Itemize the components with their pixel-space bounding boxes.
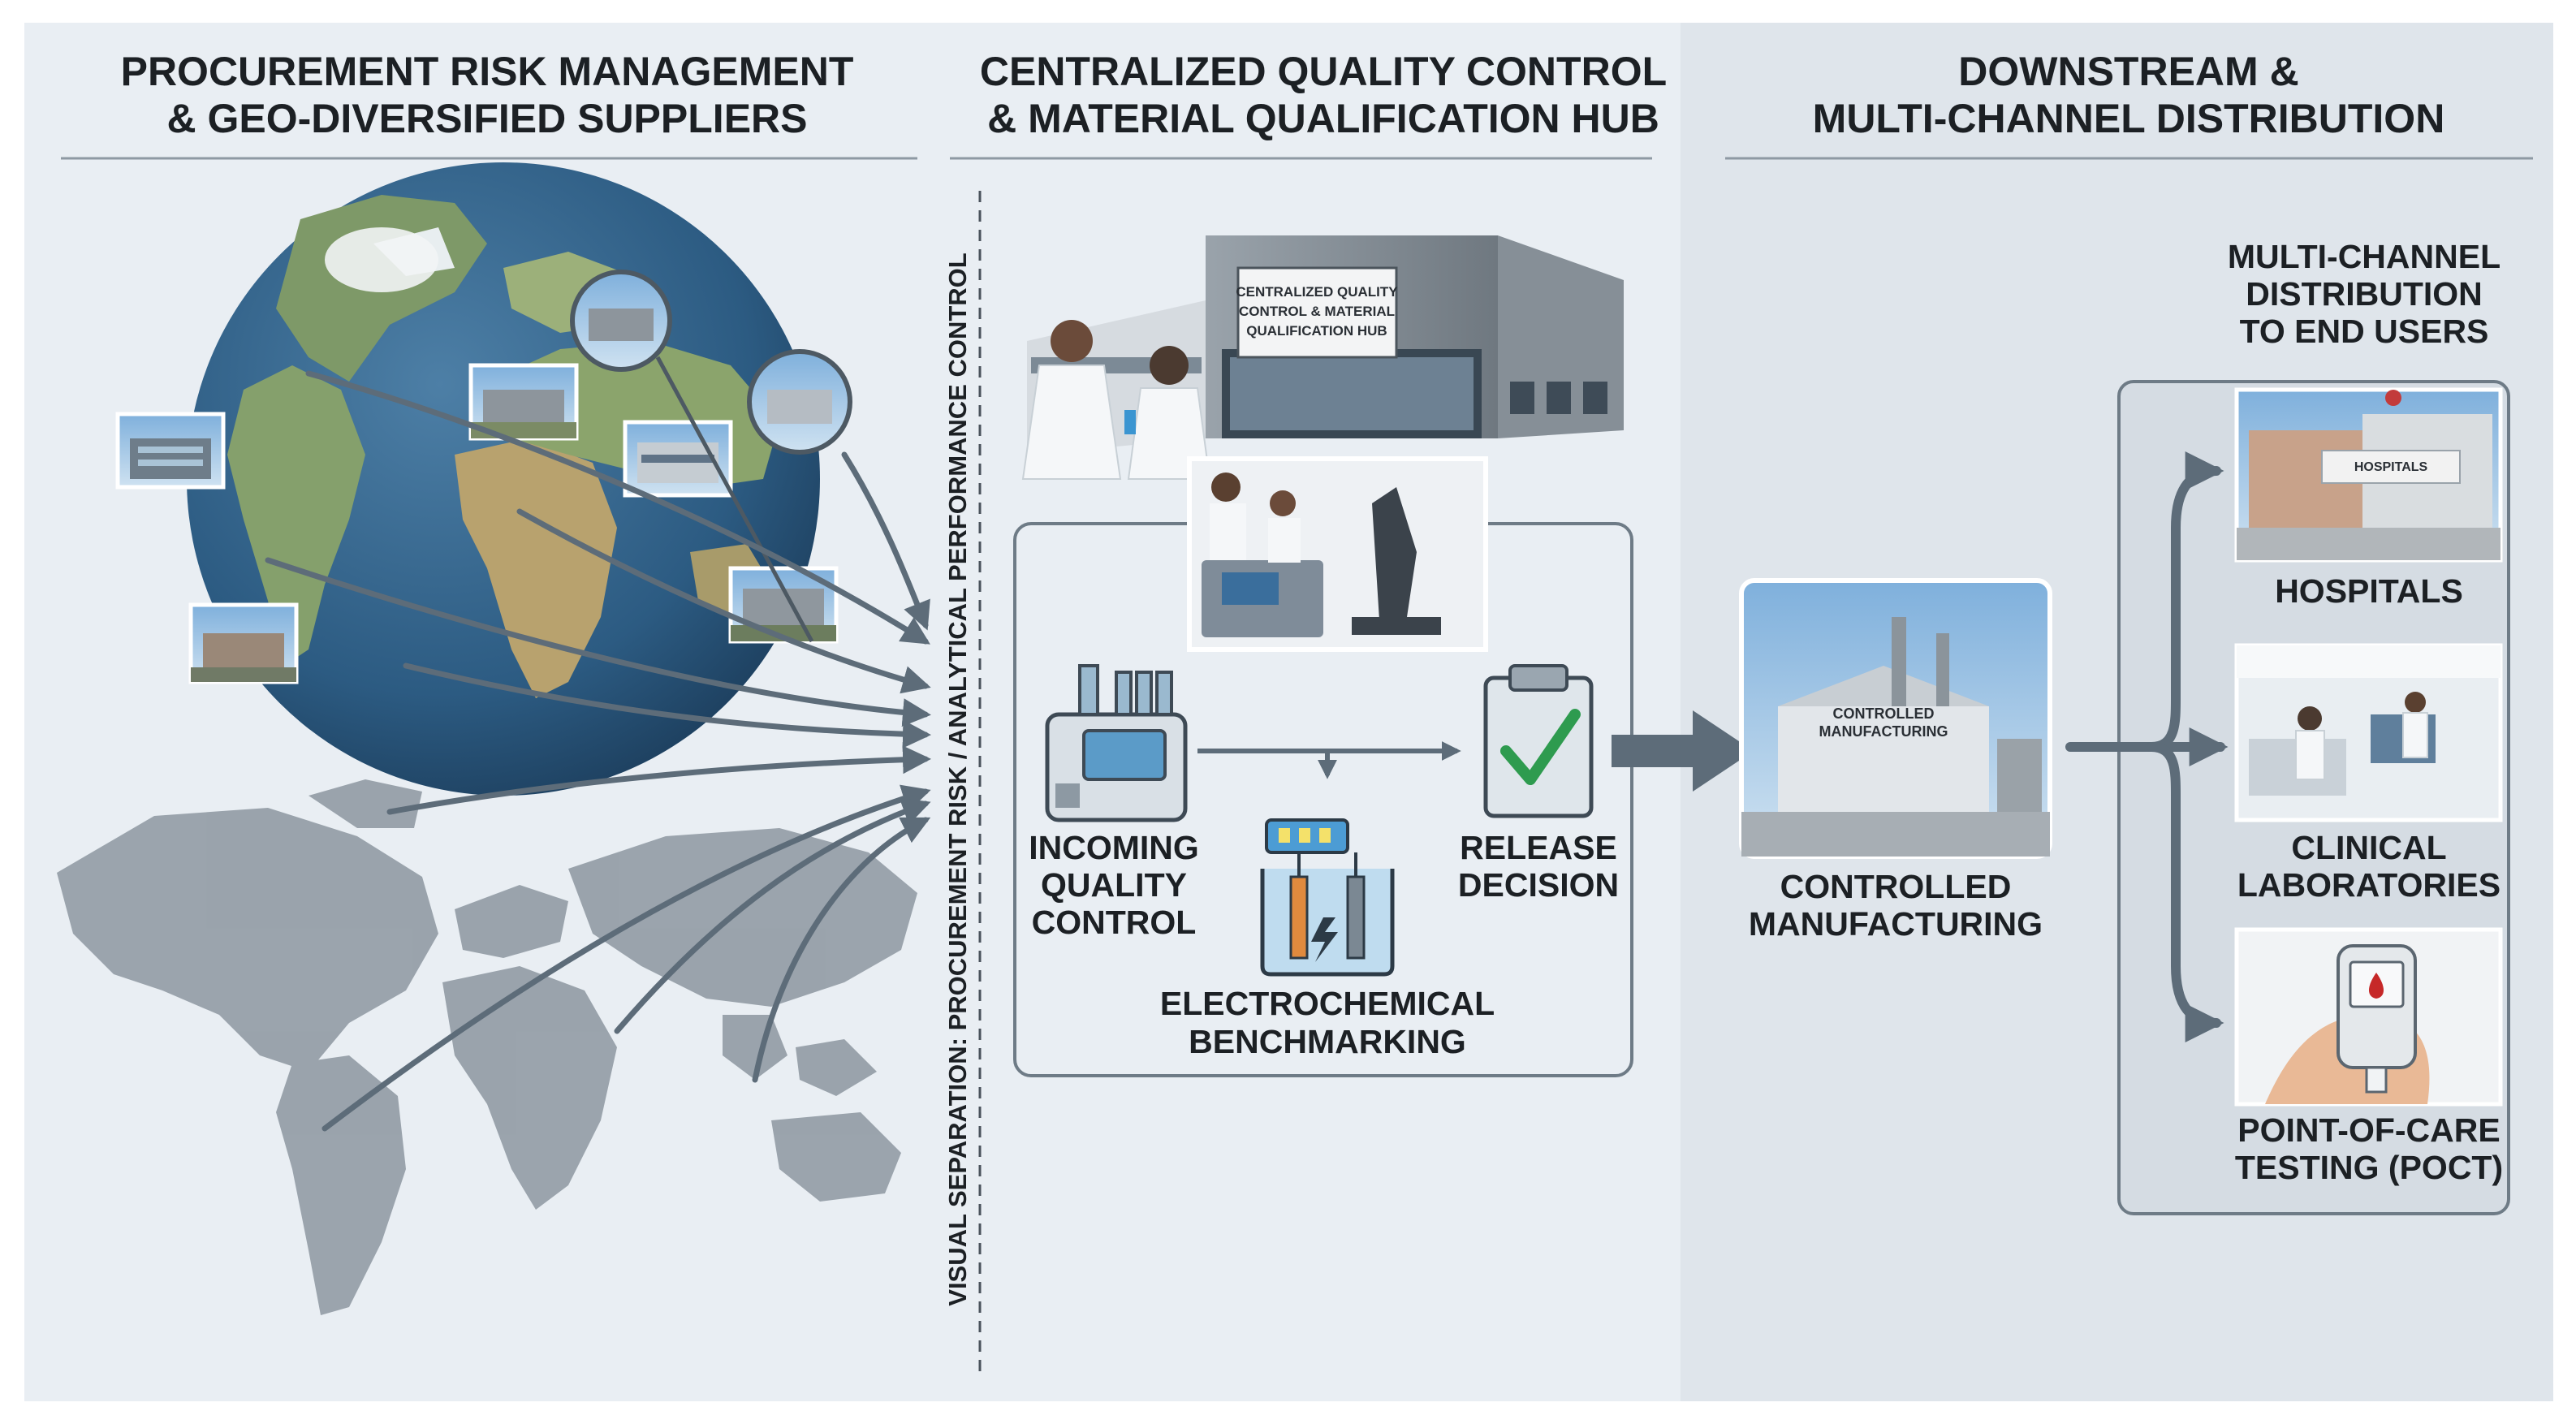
- svg-text:CONTROL: CONTROL: [1032, 904, 1197, 941]
- left-column-heading: PROCUREMENT RISK MANAGEMENT & GEO-DIVERS…: [121, 49, 854, 141]
- svg-text:CONTROLLED: CONTROLLED: [1833, 706, 1935, 722]
- qc-flow-arrows: [1197, 741, 1461, 779]
- svg-text:& MATERIAL QUALIFICATION HUB: & MATERIAL QUALIFICATION HUB: [987, 96, 1659, 141]
- svg-text:LABORATORIES: LABORATORIES: [2237, 866, 2500, 904]
- incoming-qc-label: INCOMING QUALITY CONTROL: [1029, 829, 1199, 941]
- to-manufacturing-arrow: [1612, 710, 1754, 792]
- distribution-heading: MULTI-CHANNEL DISTRIBUTION TO END USERS: [2228, 238, 2500, 350]
- svg-text:DISTRIBUTION: DISTRIBUTION: [2246, 275, 2483, 313]
- svg-text:POINT-OF-CARE: POINT-OF-CARE: [2237, 1111, 2500, 1149]
- supplier-photo: [188, 602, 299, 684]
- svg-text:CONTROLLED: CONTROLLED: [1780, 868, 2012, 905]
- flat-world-map: [57, 779, 917, 1315]
- supplier-photo-magnified: [570, 270, 814, 643]
- svg-text:RELEASE: RELEASE: [1460, 829, 1617, 866]
- svg-text:INCOMING: INCOMING: [1029, 829, 1199, 866]
- qc-hub-building: CENTRALIZED QUALITY CONTROL & MATERIAL Q…: [1027, 235, 1624, 455]
- svg-text:CLINICAL: CLINICAL: [2291, 829, 2446, 866]
- supplier-photo-magnified: [747, 349, 852, 455]
- svg-text:MULTI-CHANNEL DISTRIBUTION: MULTI-CHANNEL DISTRIBUTION: [1813, 96, 2445, 141]
- svg-text:BENCHMARKING: BENCHMARKING: [1189, 1023, 1466, 1060]
- incoming-qc-instrument-icon: [1045, 664, 1188, 822]
- distribution-branch-arrows: [2065, 451, 2229, 1042]
- svg-text:ELECTROCHEMICAL: ELECTROCHEMICAL: [1160, 985, 1495, 1022]
- svg-text:CONTROL & MATERIAL: CONTROL & MATERIAL: [1239, 304, 1395, 319]
- clipboard-check-icon: [1483, 664, 1594, 818]
- electrochemical-cell-icon: [1260, 818, 1395, 977]
- svg-text:QUALITY: QUALITY: [1041, 866, 1187, 904]
- supplier-flow-arrows: [265, 370, 931, 1132]
- separator-label: VISUAL SEPARATION: PROCUREMENT RISK / AN…: [943, 252, 972, 1305]
- poct-glucometer-photo: [2234, 927, 2503, 1107]
- svg-text:QUALIFICATION HUB: QUALIFICATION HUB: [1246, 323, 1387, 339]
- clinical-labs-label: CLINICAL LABORATORIES: [2237, 829, 2500, 904]
- right-column-heading: DOWNSTREAM & MULTI-CHANNEL DISTRIBUTION: [1813, 49, 2445, 141]
- manufacturing-photo: CONTROLLED MANUFACTURING: [1739, 578, 2052, 859]
- supplier-photo: [623, 420, 733, 498]
- poct-label: POINT-OF-CARE TESTING (POCT): [2235, 1111, 2503, 1186]
- svg-text:MULTI-CHANNEL: MULTI-CHANNEL: [2228, 238, 2500, 275]
- benchmarking-label: ELECTROCHEMICAL BENCHMARKING: [1160, 985, 1495, 1060]
- manufacturing-label: CONTROLLED MANUFACTURING: [1749, 868, 2043, 943]
- clinical-lab-photo: [2234, 643, 2503, 822]
- release-decision-label: RELEASE DECISION: [1458, 829, 1619, 904]
- hospitals-label: HOSPITALS: [2275, 572, 2463, 610]
- svg-text:HOSPITALS: HOSPITALS: [2354, 460, 2428, 474]
- svg-text:PROCUREMENT RISK MANAGEMENT: PROCUREMENT RISK MANAGEMENT: [121, 49, 854, 94]
- analytical-lab-photo: [1187, 456, 1488, 652]
- supplier-photo: [468, 363, 579, 441]
- svg-text:MANUFACTURING: MANUFACTURING: [1819, 723, 1948, 740]
- svg-text:DECISION: DECISION: [1458, 866, 1619, 904]
- svg-text:TESTING (POCT): TESTING (POCT): [2235, 1149, 2503, 1186]
- svg-text:& GEO-DIVERSIFIED SUPPLIERS: & GEO-DIVERSIFIED SUPPLIERS: [166, 96, 807, 141]
- svg-text:MANUFACTURING: MANUFACTURING: [1749, 905, 2043, 943]
- svg-text:TO END USERS: TO END USERS: [2240, 313, 2489, 350]
- hospital-photo: HOSPITALS: [2234, 387, 2503, 563]
- svg-text:CENTRALIZED QUALITY CONTROL: CENTRALIZED QUALITY CONTROL: [980, 49, 1667, 94]
- svg-text:CENTRALIZED QUALITY: CENTRALIZED QUALITY: [1236, 284, 1398, 300]
- svg-text:DOWNSTREAM &: DOWNSTREAM &: [1958, 49, 2298, 94]
- supplier-photo: [115, 412, 226, 490]
- middle-column-heading: CENTRALIZED QUALITY CONTROL & MATERIAL Q…: [980, 49, 1667, 141]
